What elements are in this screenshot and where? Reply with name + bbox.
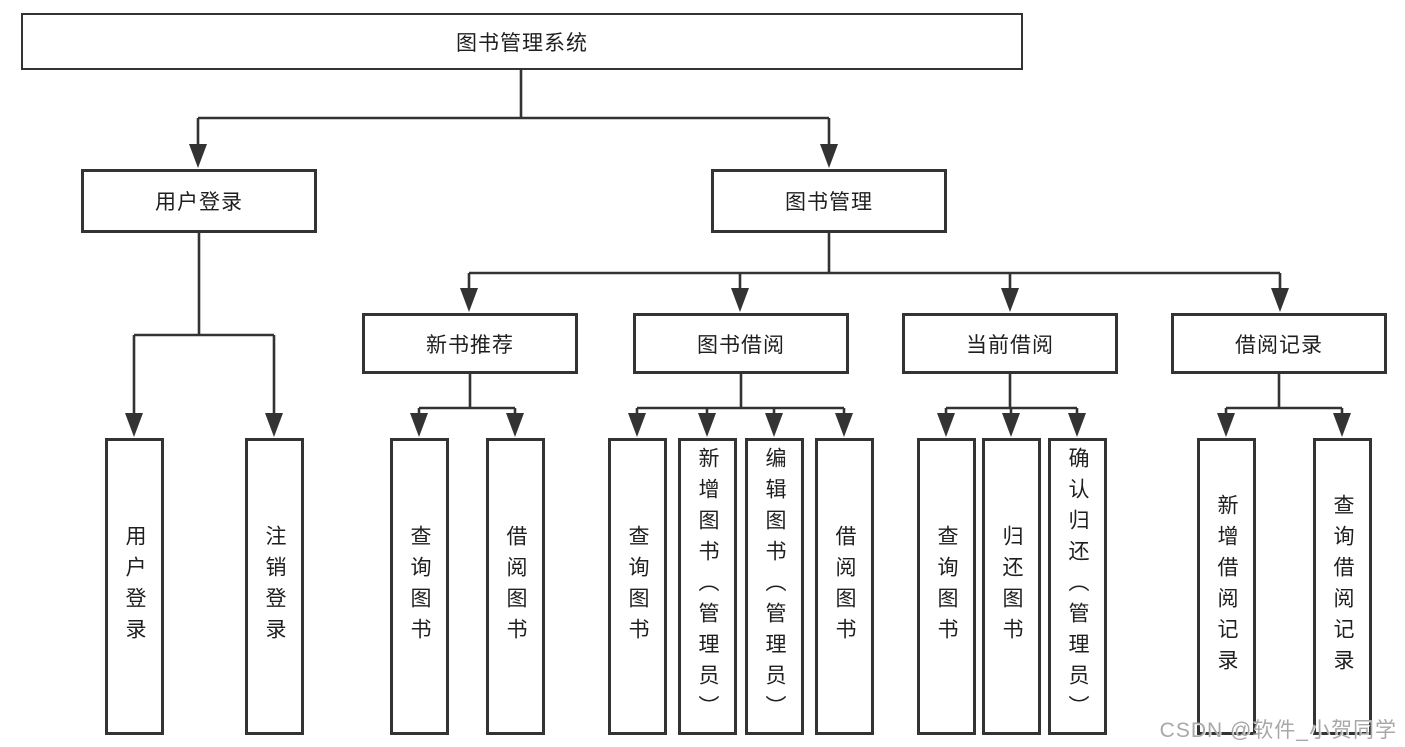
node-current-borrow-label: 当前借阅	[966, 333, 1054, 357]
node-new-book-recommend-label: 新书推荐	[426, 333, 514, 357]
node-borrow-records-label: 借阅记录	[1235, 333, 1323, 357]
leaf-query-books-2-label: 查询图书	[626, 524, 649, 649]
leaf-logout-label: 注销登录	[263, 524, 286, 649]
leaf-query-books-2: 查询图书	[608, 438, 667, 735]
node-user-login-label: 用户登录	[155, 191, 243, 214]
leaf-borrow-books-2: 借阅图书	[815, 438, 874, 735]
csdn-watermark: CSDN @软件_小贺同学	[1159, 719, 1397, 742]
leaf-return-book-label: 归还图书	[1000, 524, 1023, 649]
node-book-management-label: 图书管理	[785, 191, 873, 214]
leaf-user-login-label: 用户登录	[123, 524, 146, 649]
leaf-logout: 注销登录	[245, 438, 304, 735]
leaf-add-book-admin-label: 新增图书（管理员）	[696, 447, 719, 726]
leaf-edit-book-admin-label: 编辑图书（管理员）	[763, 447, 786, 726]
node-root: 图书管理系统	[21, 13, 1023, 70]
leaf-query-books-1-label: 查询图书	[408, 524, 431, 649]
node-book-borrow: 图书借阅	[633, 313, 849, 374]
leaf-confirm-return-admin-label: 确认归还（管理员）	[1066, 447, 1089, 726]
leaf-user-login: 用户登录	[105, 438, 164, 735]
leaf-add-borrow-record-label: 新增借阅记录	[1215, 493, 1238, 680]
node-new-book-recommend: 新书推荐	[362, 313, 578, 374]
leaf-borrow-books-1-label: 借阅图书	[504, 524, 527, 649]
leaf-query-books-3: 查询图书	[917, 438, 976, 735]
node-user-login: 用户登录	[81, 169, 317, 233]
node-current-borrow: 当前借阅	[902, 313, 1118, 374]
leaf-add-book-admin: 新增图书（管理员）	[678, 438, 737, 735]
leaf-edit-book-admin: 编辑图书（管理员）	[745, 438, 804, 735]
leaf-query-borrow-record-label: 查询借阅记录	[1331, 493, 1354, 680]
leaf-return-book: 归还图书	[982, 438, 1041, 735]
leaf-query-borrow-record: 查询借阅记录	[1313, 438, 1372, 735]
node-root-label: 图书管理系统	[456, 31, 588, 55]
leaf-add-borrow-record: 新增借阅记录	[1197, 438, 1256, 735]
leaf-borrow-books-2-label: 借阅图书	[833, 524, 856, 649]
node-book-borrow-label: 图书借阅	[697, 333, 785, 357]
arrowheads	[125, 144, 1351, 437]
leaf-borrow-books-1: 借阅图书	[486, 438, 545, 735]
node-book-management: 图书管理	[711, 169, 947, 233]
leaf-query-books-1: 查询图书	[390, 438, 449, 735]
leaf-query-books-3-label: 查询图书	[935, 524, 958, 649]
node-borrow-records: 借阅记录	[1171, 313, 1387, 374]
leaf-confirm-return-admin: 确认归还（管理员）	[1048, 438, 1107, 735]
